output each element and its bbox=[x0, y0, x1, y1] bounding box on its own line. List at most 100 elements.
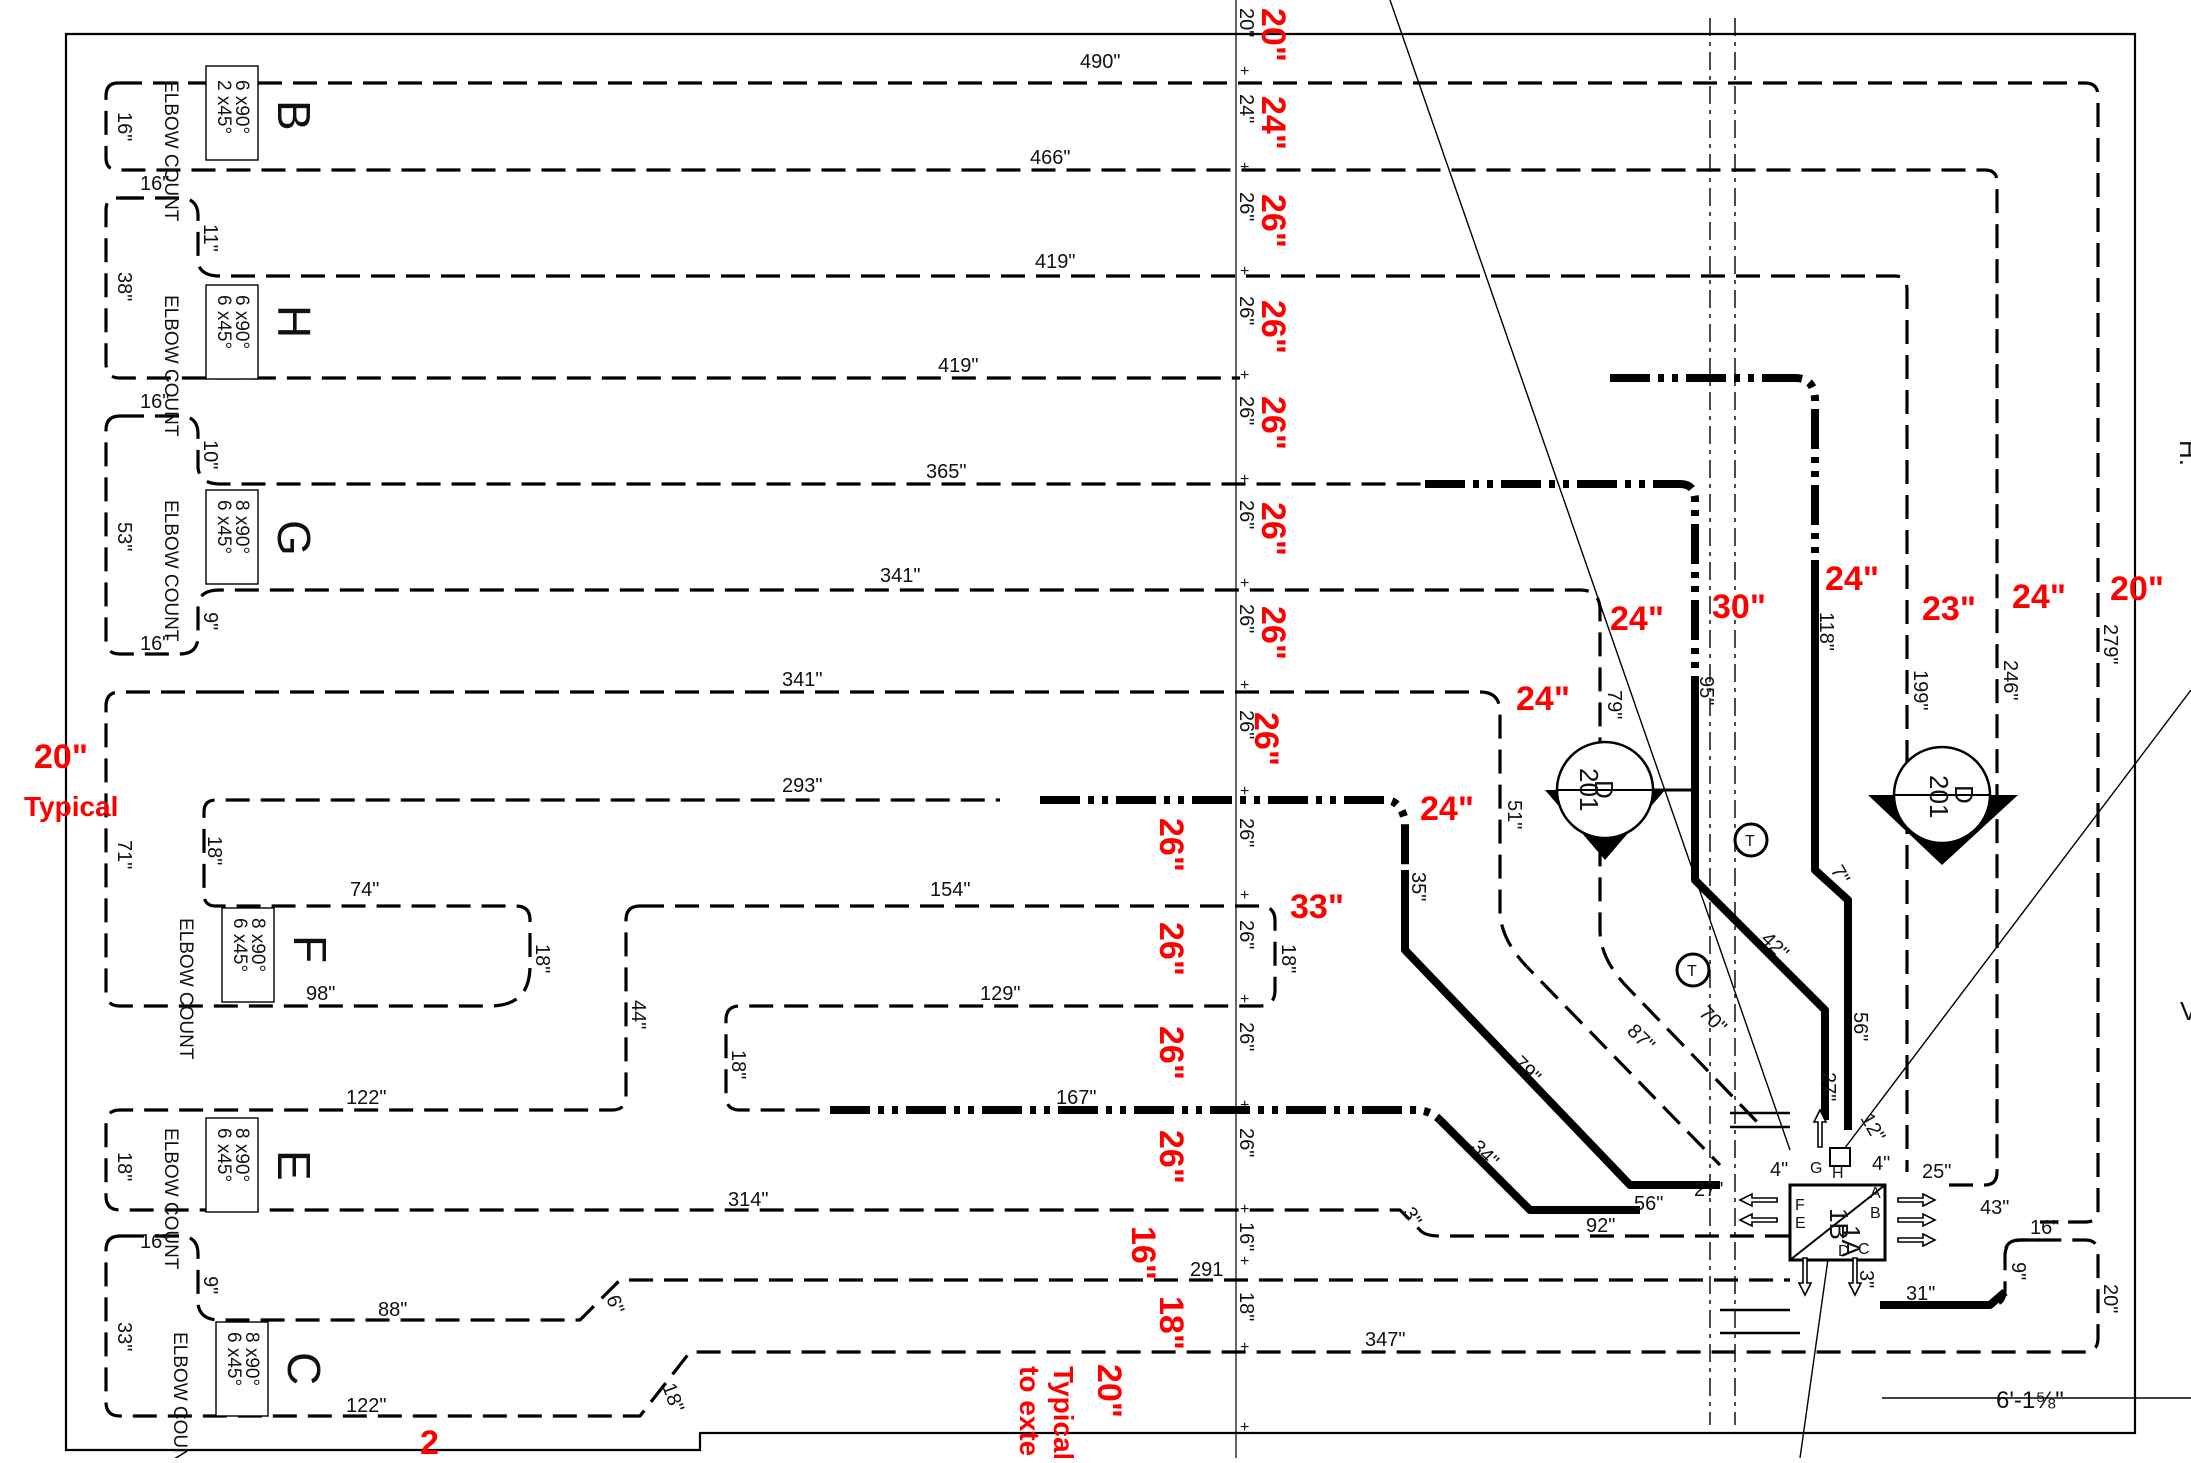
spacing-label-0: 20" bbox=[1235, 8, 1257, 37]
dim-16f: 16" bbox=[2030, 1217, 2059, 1239]
dim-35: 35" bbox=[1407, 872, 1429, 901]
red-2-bottom: 2 bbox=[420, 1424, 439, 1458]
dim-42: 42" bbox=[1756, 928, 1792, 964]
dim-122a: 122" bbox=[346, 1087, 386, 1109]
red-26h: 26" bbox=[1152, 922, 1190, 976]
dim-16a: 16" bbox=[140, 173, 169, 195]
svg-text:E: E bbox=[268, 1150, 320, 1181]
dim-365: 365" bbox=[926, 461, 966, 483]
svg-text:6 x45°: 6 x45° bbox=[213, 1128, 234, 1182]
dim-3: 3" bbox=[1398, 1204, 1426, 1231]
loop-h-return bbox=[120, 196, 1909, 1172]
spacing-tick-7: + bbox=[1240, 677, 1249, 694]
dim-12: 12" bbox=[1856, 1110, 1890, 1146]
dim-6ft: 6'-1⅝" bbox=[1996, 1387, 2064, 1414]
dim-419a: 419" bbox=[1035, 251, 1075, 273]
red-to-exterior: to exter bbox=[1014, 1366, 1045, 1458]
spacing-tick-6: + bbox=[1240, 575, 1249, 592]
port-d-label: D bbox=[1838, 1243, 1850, 1260]
red-20-bottom: 20" bbox=[1090, 1364, 1128, 1418]
red-24a: 24" bbox=[1254, 96, 1292, 150]
svg-text:T: T bbox=[1745, 833, 1755, 850]
svg-text:F: F bbox=[284, 935, 336, 963]
svg-text:ELBOW COUNT: ELBOW COUNT bbox=[169, 1332, 190, 1458]
svg-text:C: C bbox=[278, 1352, 330, 1385]
spacing-tick-8: + bbox=[1240, 783, 1249, 800]
port-f-label: F bbox=[1795, 1197, 1805, 1214]
loop-f-return bbox=[104, 904, 1790, 1238]
dim-291: 291 bbox=[1190, 1259, 1223, 1281]
svg-text:201: 201 bbox=[1574, 768, 1604, 811]
dim-18c: 18" bbox=[1277, 944, 1299, 973]
spacing-label-13: 18" bbox=[1235, 1292, 1257, 1321]
dim-20: 20" bbox=[2099, 1284, 2121, 1313]
dim-118: 118" bbox=[1815, 612, 1837, 651]
leader-line-3 bbox=[1799, 1244, 1831, 1459]
svg-text:G: G bbox=[268, 520, 320, 556]
spacing-tick-0: + bbox=[1240, 0, 1249, 4]
dim-16e: 16" bbox=[113, 112, 135, 141]
spacing-tick-10: + bbox=[1240, 991, 1249, 1008]
dim-9b: 9" bbox=[199, 1276, 221, 1294]
spacing-label-9: 26" bbox=[1235, 920, 1257, 949]
red-typical-bottom: Typical bbox=[1048, 1366, 1079, 1458]
loop-g-return bbox=[104, 414, 1762, 1127]
supply-line-3 bbox=[1040, 796, 1409, 870]
svg-text:6 x45°: 6 x45° bbox=[229, 918, 250, 972]
red-24f: 24" bbox=[2012, 578, 2066, 616]
dim-122b: 122" bbox=[346, 1395, 386, 1417]
red-24b: 24" bbox=[1420, 790, 1474, 828]
dim-279: 279" bbox=[2099, 624, 2121, 664]
svg-text:6 x90°: 6 x90° bbox=[231, 295, 252, 349]
red-26g: 26" bbox=[1152, 818, 1190, 872]
dim-9c: 9" bbox=[2007, 1262, 2029, 1280]
device-d201-left: D 201 bbox=[1545, 740, 1665, 860]
loop-outer bbox=[220, 690, 1722, 1167]
loop-b-return bbox=[104, 81, 1999, 1187]
dim-79b: 79" bbox=[1508, 1052, 1544, 1088]
spacing-tick-14: + bbox=[1240, 1339, 1249, 1356]
thermostat-t-2: T bbox=[1675, 952, 1711, 988]
spacing-column: ++++++++++++++++20"24"26"26"26"26"26"26"… bbox=[1235, 0, 1257, 1436]
spacing-label-10: 26" bbox=[1235, 1022, 1257, 1051]
dim-79a: 79" bbox=[1603, 690, 1625, 719]
svg-text:6 x45°: 6 x45° bbox=[213, 500, 234, 554]
port-g-label: G bbox=[1810, 1160, 1822, 1177]
loop-g bbox=[120, 414, 1425, 486]
svg-text:6 x45°: 6 x45° bbox=[213, 295, 234, 349]
dim-18e: 18" bbox=[113, 1152, 135, 1181]
red-30: 30" bbox=[1712, 588, 1766, 626]
dim-4a: 4" bbox=[1770, 1159, 1788, 1181]
manifold-1a-label: 1A bbox=[1836, 1225, 1866, 1257]
spacing-tick-1: + bbox=[1240, 63, 1249, 80]
spacing-label-1: 24" bbox=[1235, 94, 1257, 123]
red-24d: 24" bbox=[1610, 600, 1664, 638]
dim-70: 70" bbox=[1694, 1002, 1730, 1038]
manifold-arrows bbox=[1738, 1108, 1937, 1297]
dim-4b: 4" bbox=[1872, 1153, 1890, 1175]
edge-text-right-b: V bbox=[2180, 996, 2191, 1026]
supply-line-4b bbox=[1437, 1117, 1640, 1214]
dim-16b: 16" bbox=[140, 391, 169, 413]
dim-44: 44" bbox=[627, 1000, 649, 1029]
dim-16d: 16" bbox=[140, 1231, 169, 1253]
dim-33: 33" bbox=[113, 1322, 135, 1351]
red-20-right: 20" bbox=[2110, 570, 2164, 608]
dim-314: 314" bbox=[728, 1189, 768, 1211]
dim-199: 199" bbox=[1909, 670, 1931, 710]
red-16: 16" bbox=[1124, 1226, 1162, 1280]
svg-text:ELBOW COUNT: ELBOW COUNT bbox=[160, 295, 181, 437]
spacing-label-2: 26" bbox=[1235, 192, 1257, 221]
dim-347: 347" bbox=[1365, 1329, 1405, 1351]
dim-43: 43" bbox=[1980, 1197, 2009, 1219]
dim-11: 11" bbox=[199, 224, 221, 252]
dim-18b: 18" bbox=[531, 944, 553, 973]
svg-text:6 x90°: 6 x90° bbox=[231, 80, 252, 134]
loop-outer-left bbox=[104, 690, 1000, 1008]
loop-b bbox=[118, 81, 2100, 1224]
port-c-label: C bbox=[1858, 1241, 1870, 1258]
supply-line-3b bbox=[1401, 870, 1720, 1189]
dim-466: 466" bbox=[1030, 147, 1070, 169]
port-b-label: B bbox=[1870, 1205, 1881, 1222]
dim-154: 154" bbox=[930, 879, 970, 901]
